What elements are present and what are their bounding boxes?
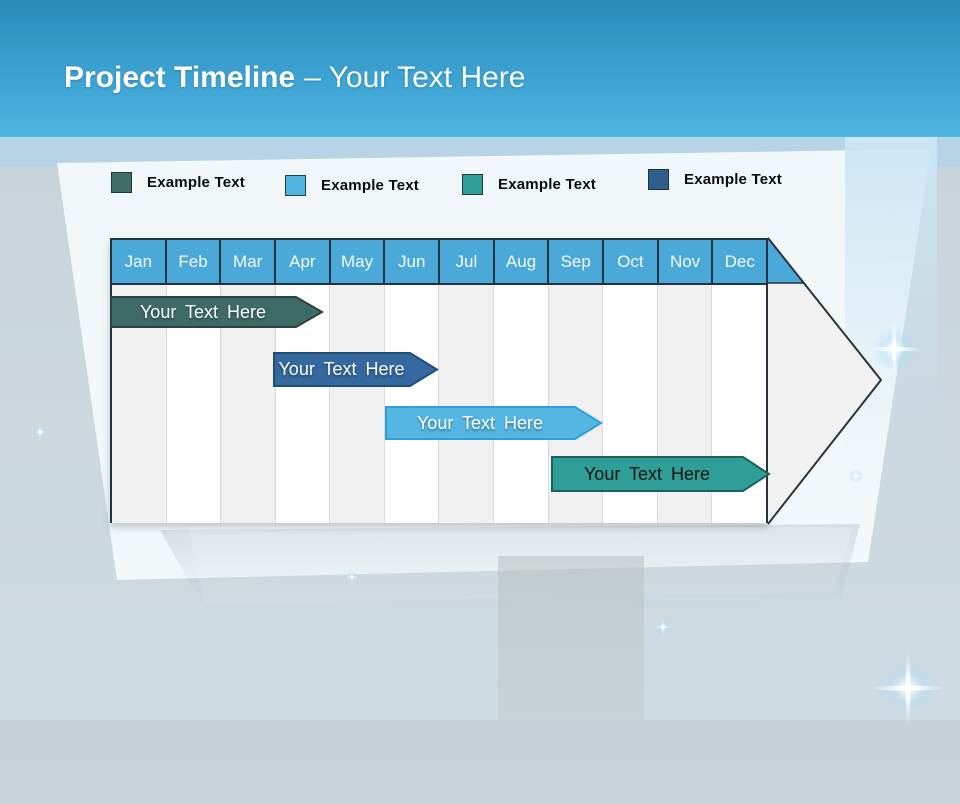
month-cell-jan: Jan: [112, 240, 167, 283]
legend-item-2: Example Text: [285, 173, 419, 197]
month-cell-jul: Jul: [440, 240, 495, 283]
legend-swatch-4: [648, 168, 669, 190]
gantt-bar-3-label: Your Text Here: [416, 413, 544, 433]
legend-label-1: Example Text: [147, 173, 245, 191]
month-cell-jun: Jun: [385, 240, 441, 283]
title-bold-part: Project Timeline: [64, 61, 296, 94]
title-light-part: – Your Text Here: [304, 61, 526, 94]
legend-item-1: Example Text: [111, 170, 245, 194]
month-cell-aug: Aug: [495, 240, 550, 283]
gantt-bar-4-label: Your Text Here: [583, 464, 711, 484]
page-title: Project Timeline– Your Text Here: [64, 61, 525, 95]
timeline-arrow-tip: [767, 237, 883, 525]
legend-label-2: Example Text: [321, 176, 419, 194]
gantt-bar-4: Your Text Here: [551, 456, 771, 492]
legend-swatch-2: [285, 174, 306, 196]
gantt-bar-1-label: Your Text Here: [139, 302, 267, 322]
sparkle-icon: [655, 619, 671, 635]
gantt-bar-2-shape: [273, 352, 439, 387]
month-cell-sep: Sep: [549, 240, 605, 283]
gantt-bar-2: Your Text Here: [273, 352, 439, 387]
month-cell-dec: Dec: [724, 251, 755, 271]
gantt-bar-3-shape: [385, 406, 603, 440]
month-cell-mar: Mar: [221, 240, 277, 283]
legend-label-3: Example Text: [498, 175, 596, 193]
slide-header: Project Timeline– Your Text Here: [0, 0, 960, 137]
gantt-bar-4-shape: [551, 456, 771, 492]
monitor-stand-reflection: [498, 556, 644, 720]
gantt-bar-1: Your Text Here: [110, 296, 325, 328]
legend-item-3: Example Text: [462, 172, 596, 196]
month-cell-oct: Oct: [604, 240, 659, 283]
month-header-row: Jan Feb Mar Apr May Jun Jul Aug Sep Oct …: [112, 240, 766, 285]
gantt-bar-3: Your Text Here: [385, 406, 603, 440]
legend-swatch-3: [462, 173, 483, 195]
month-cell-apr: Apr: [276, 240, 331, 283]
legend-swatch-1: [111, 171, 132, 193]
gantt-bar-1-shape: [110, 296, 325, 328]
gantt-bar-2-label: Your Text Here: [278, 359, 405, 379]
month-cell-may: May: [331, 240, 386, 283]
background-right-glow: [845, 137, 937, 467]
sparkle-icon: [33, 425, 47, 439]
legend-item-4: Example Text: [648, 167, 782, 191]
sparkle-icon: [878, 658, 938, 718]
month-cell-nov: Nov: [659, 240, 714, 283]
legend-label-4: Example Text: [684, 170, 782, 188]
month-cell-feb: Feb: [167, 240, 222, 283]
